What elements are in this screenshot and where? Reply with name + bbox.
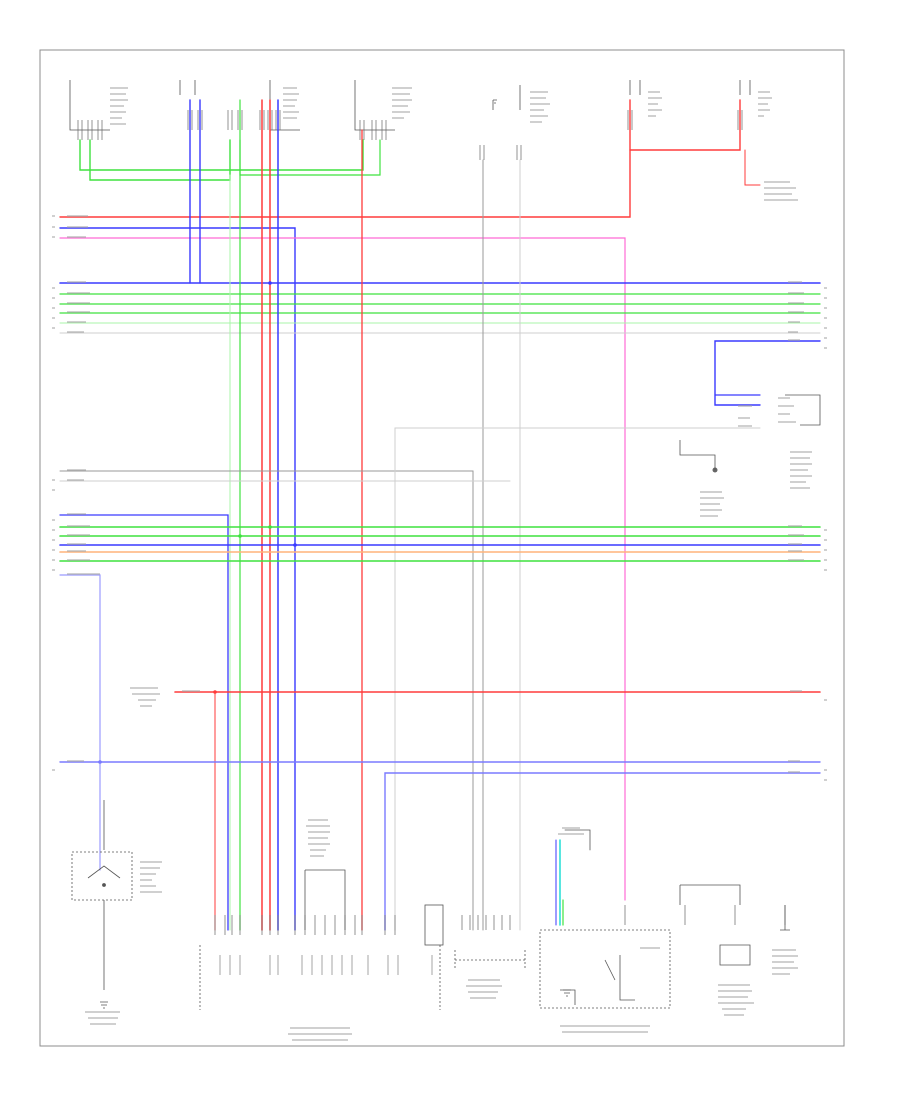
wire-blue-mid-1 (59, 514, 229, 931)
wire-red-right-top (629, 99, 741, 151)
wire-gray-mid-1 (59, 470, 474, 931)
top-connectors (69, 80, 751, 131)
wire-blue-top (59, 227, 296, 931)
connector-pins (77, 110, 786, 935)
label-marks (52, 87, 827, 1041)
wire-lightblue-mid (59, 574, 101, 871)
wire-red-top (59, 99, 631, 218)
wire-blue-right-module (714, 340, 821, 406)
wire-green-top-loop (79, 139, 364, 171)
wires (59, 99, 821, 931)
diagram-frame (39, 49, 845, 1047)
components (71, 394, 821, 1010)
wire-pink-top (59, 237, 626, 901)
wire-green-top-loop-2 (89, 139, 231, 181)
ground-symbols (493, 99, 571, 997)
